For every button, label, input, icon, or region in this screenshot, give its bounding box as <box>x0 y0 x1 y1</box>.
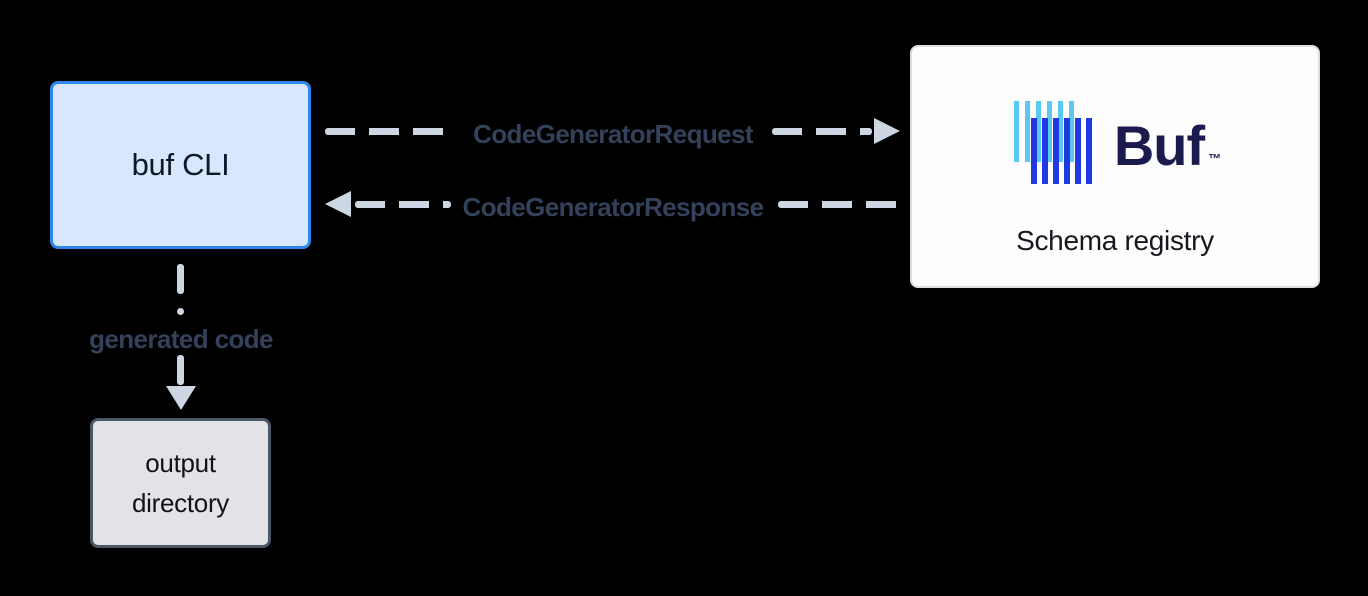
generated-arrow-dash-top <box>177 264 184 294</box>
schema-registry-label: Schema registry <box>1016 225 1214 256</box>
request-arrow-label: CodeGeneratorRequest <box>473 119 753 149</box>
generated-arrow-dash-bottom <box>177 355 184 385</box>
buf-cli-label: buf CLI <box>131 147 230 182</box>
response-arrow-dash-left <box>355 201 451 208</box>
buf-logo-icon <box>1013 101 1094 185</box>
response-arrow-dash-right <box>778 201 908 208</box>
response-arrowhead-icon <box>325 191 351 217</box>
buf-logo-text: Buf <box>1113 114 1205 177</box>
request-arrowhead-icon <box>874 118 900 144</box>
trademark-symbol: ™ <box>1208 151 1221 166</box>
buf-cli-node: buf CLI <box>50 81 311 249</box>
generated-arrowhead-icon <box>166 386 196 410</box>
request-arrow-dash-left <box>325 128 453 135</box>
buf-logo-dark-bars-icon <box>1030 118 1092 184</box>
request-arrow-dash-right <box>772 128 872 135</box>
output-directory-label: output directory <box>132 448 229 518</box>
generated-arrow-dot <box>177 308 184 315</box>
generated-code-label: generated code <box>89 324 273 354</box>
buf-logo-light-bars-icon <box>1013 101 1074 162</box>
response-arrow-label: CodeGeneratorResponse <box>462 192 765 222</box>
output-directory-node: output directory <box>90 418 271 548</box>
